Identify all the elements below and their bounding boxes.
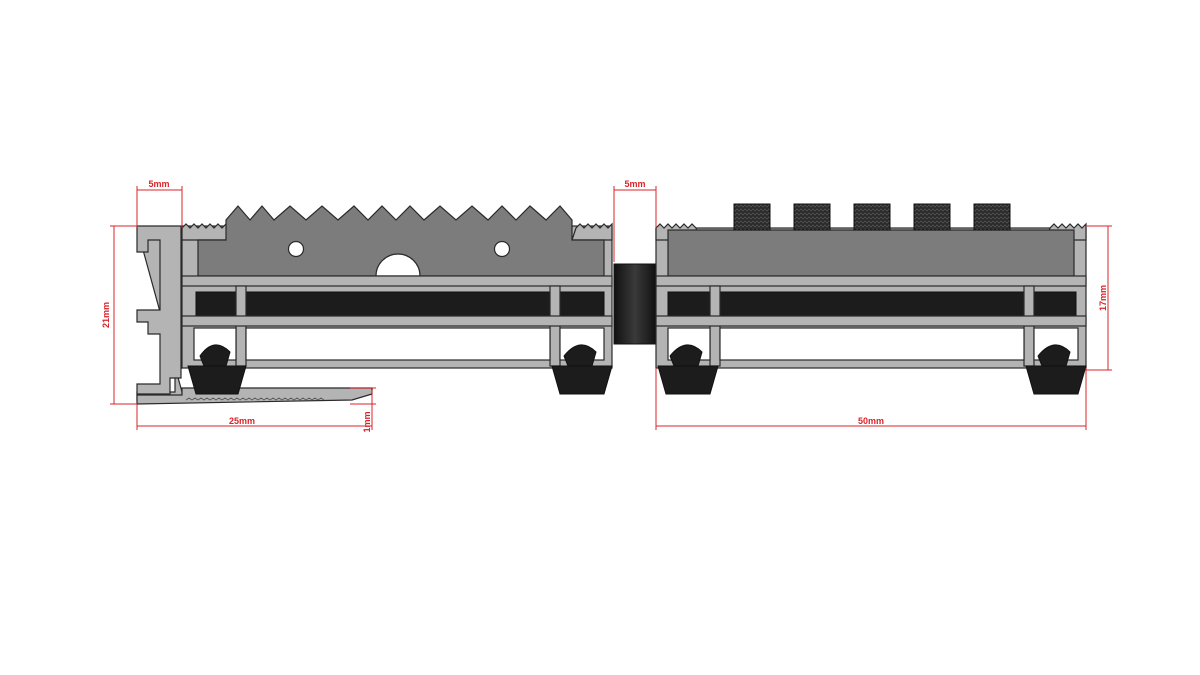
- dimension-label-17mm: 17mm: [1098, 285, 1108, 311]
- dimension-lines: [110, 186, 1112, 430]
- brush-strip: [733, 203, 771, 231]
- right-web-2: [655, 315, 1087, 327]
- left-foot-a: [187, 344, 247, 395]
- left-chamber-b: [245, 327, 551, 361]
- insert-hole-left: [287, 240, 305, 258]
- right-foot-a: [657, 344, 719, 395]
- brush-strip: [853, 203, 891, 231]
- insert-center-slot: [375, 253, 421, 277]
- joint-rubber-spacer: [613, 263, 657, 345]
- right-web: [655, 275, 1087, 287]
- right-insert: [667, 229, 1075, 277]
- left-foot-b: [551, 344, 613, 395]
- brush-strip: [913, 203, 951, 231]
- dimension-label-25mm: 25mm: [229, 416, 255, 426]
- dimension-label-left-5mm: 5mm: [148, 179, 169, 189]
- left-black-band: [195, 291, 605, 317]
- dimension-label-50mm: 50mm: [858, 416, 884, 426]
- insert-hole-right: [493, 240, 511, 258]
- edge-hook: [136, 225, 182, 395]
- anti-slip-insert: [197, 205, 605, 277]
- dimension-label-21mm: 21mm: [101, 302, 111, 328]
- left-top-serration-b: [571, 222, 613, 241]
- left-edge-profile: [136, 205, 613, 405]
- dimension-label-1mm: 1mm: [362, 411, 372, 432]
- ramp-serration: [185, 397, 325, 401]
- brush-strip: [793, 203, 831, 231]
- left-web-2: [181, 315, 613, 327]
- right-chamber-b: [719, 327, 1025, 361]
- dimension-label-middle-5mm: 5mm: [624, 179, 645, 189]
- brush-strip: [973, 203, 1011, 231]
- right-foot-b: [1025, 344, 1087, 395]
- ramp: [136, 387, 373, 405]
- right-brush-profile: [655, 203, 1087, 395]
- left-web: [181, 275, 613, 287]
- right-black-band: [667, 291, 1077, 317]
